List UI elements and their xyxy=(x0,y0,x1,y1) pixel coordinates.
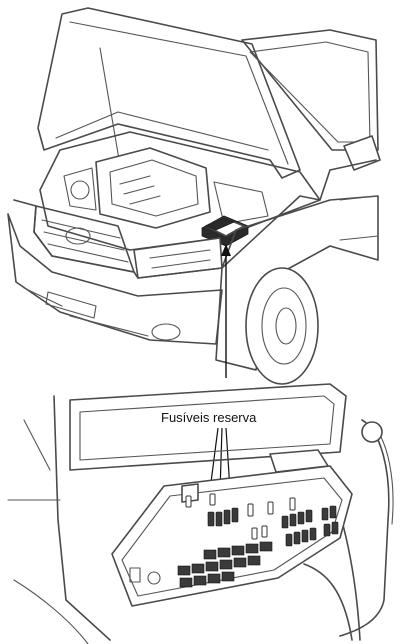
vehicle-drawing xyxy=(7,7,381,385)
relay-block xyxy=(177,541,273,588)
front-bumper xyxy=(7,213,223,345)
front-wheel xyxy=(245,267,319,385)
headlight xyxy=(133,237,223,279)
spare-fuses-label: Fusíveis reserva xyxy=(161,410,257,425)
front-fender xyxy=(215,195,379,371)
hose xyxy=(339,419,390,637)
fog-lamp xyxy=(151,323,181,341)
spare-fuses xyxy=(207,507,239,527)
windshield xyxy=(241,29,379,151)
body-outline xyxy=(13,159,377,279)
fuse-cluster-right xyxy=(281,505,339,547)
side-mirror xyxy=(343,135,381,171)
fuse-box-detail xyxy=(7,383,394,644)
radiator-support xyxy=(69,383,347,471)
open-hood xyxy=(37,7,301,179)
mini-fuse-row xyxy=(185,493,296,540)
